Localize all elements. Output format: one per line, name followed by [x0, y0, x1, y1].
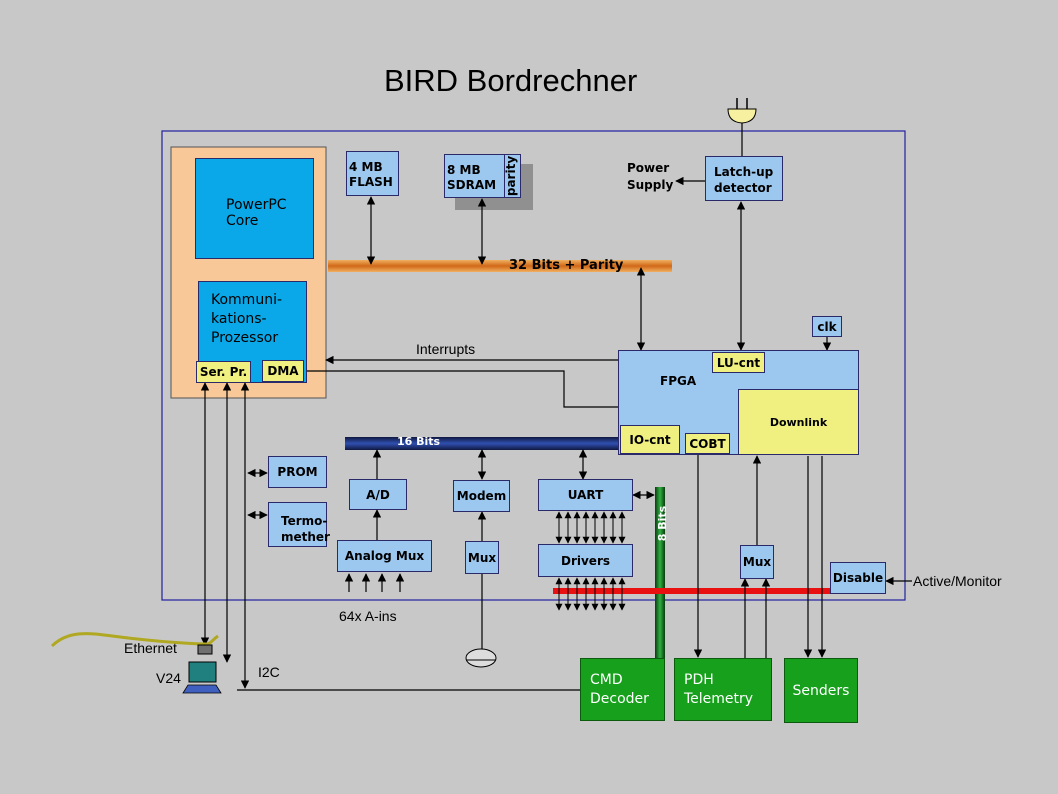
latchup-detector-block: Latch-up detector: [705, 156, 783, 201]
senders-block: Senders: [784, 658, 858, 723]
flash-block: 4 MB FLASH: [346, 151, 399, 196]
ethernet-connector-icon: [197, 644, 213, 655]
ad-block: A/D: [349, 479, 407, 510]
bus-16bit: [345, 437, 623, 450]
v24-label: V24: [156, 670, 181, 686]
dma-block: DMA: [262, 360, 304, 382]
drivers-block: Drivers: [538, 544, 633, 577]
ethernet-cable-icon: [50, 632, 219, 648]
modem-block: Modem: [453, 480, 510, 512]
terminal-icon: [182, 661, 222, 694]
lu-cnt-block: LU-cnt: [712, 352, 765, 373]
analog-mux-block: Analog Mux: [337, 540, 432, 572]
bus-16bit-label: 16 Bits: [397, 435, 441, 448]
kommunikations-prozessor-label: Kommuni- kations- Prozessor: [211, 292, 283, 346]
io-cnt-block: IO-cnt: [620, 425, 680, 454]
flash-label: 4 MB FLASH: [349, 160, 393, 189]
serial-port-block: Ser. Pr.: [196, 361, 251, 383]
bus-8bit-label: 8 Bits: [656, 505, 670, 542]
pdh-telemetry-block: PDH Telemetry: [674, 658, 772, 721]
clk-block: clk: [812, 316, 842, 337]
modem-mux-block: Mux: [465, 541, 499, 574]
ethernet-label: Ethernet: [124, 640, 177, 656]
pdh-telemetry-label: PDH Telemetry: [684, 672, 754, 707]
powerpc-core-label: PowerPC Core: [226, 197, 287, 229]
sdram-block: 8 MB SDRAM parity: [444, 154, 521, 198]
cobt-block: COBT: [685, 433, 730, 454]
cmd-decoder-label: CMD Decoder: [590, 672, 649, 707]
active-monitor-label: Active/Monitor: [913, 573, 1002, 589]
sdram-label: 8 MB SDRAM: [447, 163, 497, 192]
fpga-label: FPGA: [660, 374, 697, 388]
latchup-detector-label: Latch-up detector: [714, 165, 774, 195]
sdram-parity-cell: parity: [504, 154, 522, 198]
termomether-label: Termo- mether: [281, 514, 330, 544]
board-frame: [161, 130, 906, 601]
page-title: BIRD Bordrechner: [384, 63, 638, 98]
bus-32bit-label: 32 Bits + Parity: [509, 258, 624, 273]
downlink-mux-block: Mux: [740, 545, 774, 579]
disable-block: Disable: [830, 562, 886, 594]
i2c-label: I2C: [258, 664, 280, 680]
prom-block: PROM: [268, 456, 327, 488]
bus-8bit: [655, 487, 665, 664]
uart-driver-arrows: [555, 511, 626, 611]
antenna-icon: [465, 648, 497, 668]
uart-block: UART: [538, 479, 633, 511]
power-supply-label: Power Supply: [627, 161, 674, 192]
downlink-block: Downlink: [738, 389, 859, 455]
powerpc-core-block: PowerPC Core: [195, 158, 314, 259]
termomether-block: Termo- mether: [268, 502, 330, 547]
interrupts-label: Interrupts: [416, 341, 476, 357]
bus-32bit: [328, 260, 672, 272]
power-plug-icon: [727, 98, 757, 156]
cmd-decoder-block: CMD Decoder: [580, 658, 665, 721]
sdram-parity-label: parity: [504, 155, 519, 197]
analog-inputs-label: 64x A-ins: [339, 608, 397, 624]
